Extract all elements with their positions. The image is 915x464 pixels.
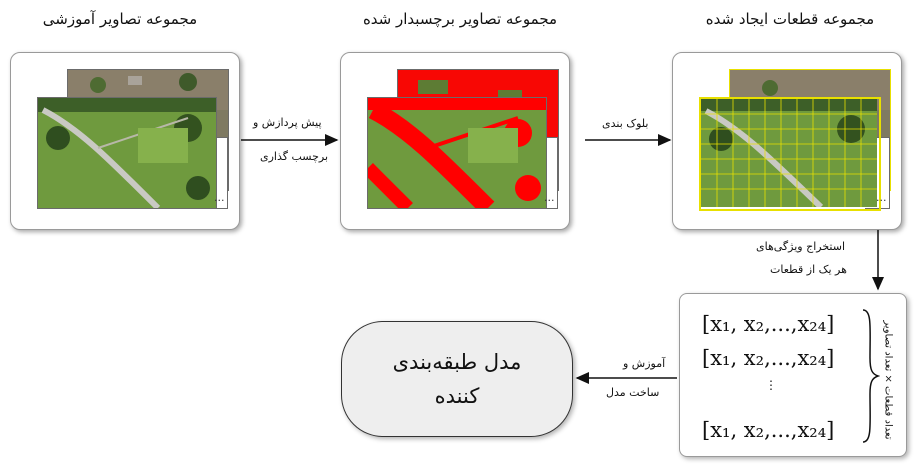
label-training-line2: ساخت مدل [606, 386, 660, 399]
mask-photo-front [367, 97, 547, 209]
title-training-images: مجموعه تصاویر آموزشی [42, 10, 198, 28]
stack-ellipsis: ... [876, 191, 887, 204]
model-label-line1: مدل طبقه‌بندی [392, 350, 522, 374]
label-preprocess-line1: پیش پردازش و [253, 116, 322, 129]
label-features-line2: هر یک از قطعات [770, 263, 847, 276]
label-preprocess-line2: برچسب گذاری [260, 150, 329, 163]
panel-training-images: ... [10, 52, 240, 230]
label-training-line1: آموزش و [623, 357, 666, 370]
matrix-size-label: تعداد قطعات × تعداد تصاویر [882, 320, 894, 440]
feature-vector-row: [x₁, x₂,...,x₂₄] [702, 418, 835, 442]
label-features-line1: استخراج ویژگی‌های [756, 240, 846, 253]
vertical-ellipsis: ⋮ [765, 378, 777, 392]
classifier-model-box: مدل طبقه‌بندی کننده [341, 321, 573, 437]
title-labeled-images: مجموعه تصاویر برچسبدار شده [362, 10, 558, 28]
stack-ellipsis: ... [214, 191, 225, 204]
feature-vector-row: [x₁, x₂,...,x₂₄] [702, 346, 835, 370]
feature-vector-box: [x₁, x₂,...,x₂₄] [x₁, x₂,...,x₂₄] ⋮ [x₁,… [679, 293, 907, 457]
model-label-line2: کننده [434, 384, 480, 408]
panel-generated-blocks: ... [672, 52, 902, 230]
panel-labeled-images: ... [340, 52, 570, 230]
aerial-photo-front [37, 97, 217, 209]
grid-photo-front [699, 97, 881, 211]
stack-ellipsis: ... [544, 191, 555, 204]
title-generated-blocks: مجموعه قطعات ایجاد شده [705, 10, 875, 28]
label-blocking: بلوک بندی [602, 117, 649, 130]
feature-vector-row: [x₁, x₂,...,x₂₄] [702, 312, 835, 336]
curly-brace [862, 309, 880, 443]
